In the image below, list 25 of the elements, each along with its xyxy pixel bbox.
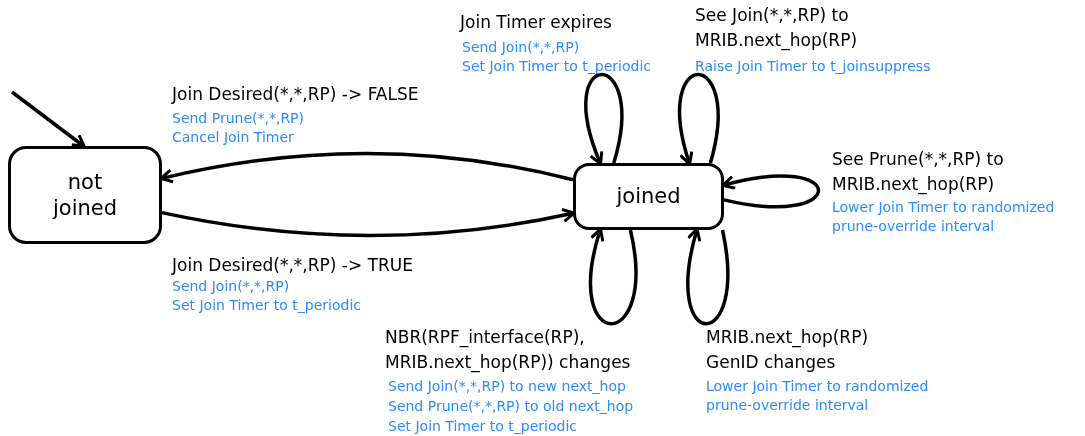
action-label: Send Join(*,*,RP) to new next_hop xyxy=(388,377,627,396)
action-label: Lower Join Timer to randomized prune-override interval xyxy=(706,377,930,415)
event-label: Join Timer expires xyxy=(460,11,613,34)
state-name: joined xyxy=(615,183,682,210)
event-label: NBR(RPF_interface(RP), MRIB.next_hop(RP)) changes xyxy=(385,326,632,375)
event-label: Join Desired(*,*,RP) -> FALSE xyxy=(172,83,420,106)
action-label: Cancel Join Timer xyxy=(172,128,295,147)
state-name: not joined xyxy=(51,168,119,222)
action-label: Set Join Timer to t_periodic xyxy=(462,57,652,76)
action-label: Lower Join Timer to randomized prune-override interval xyxy=(832,198,1056,236)
state-box xyxy=(8,146,162,244)
event-label: MRIB.next_hop(RP) GenID changes xyxy=(706,326,869,374)
action-label: Send Prune(*,*,RP) to old next_hop xyxy=(388,397,635,416)
action-label: Send Prune(*,*,RP) xyxy=(172,109,305,128)
event-label: Join Desired(*,*,RP) -> TRUE xyxy=(172,254,414,277)
action-label: Send Join(*,*,RP) xyxy=(462,38,581,57)
action-label: Raise Join Timer to t_joinsuppress xyxy=(695,57,932,76)
action-label: Send Join(*,*,RP) xyxy=(172,277,291,296)
action-label: Set Join Timer to t_periodic xyxy=(172,296,362,315)
action-label: Set Join Timer to t_periodic xyxy=(388,417,578,436)
transition-arrow xyxy=(677,72,720,166)
event-label: See Join(*,*,RP) to MRIB.next_hop(RP) xyxy=(695,4,858,53)
state-box xyxy=(573,163,724,230)
event-label: See Prune(*,*,RP) to MRIB.next_hop(RP) xyxy=(832,148,1005,197)
transition-arrow xyxy=(686,227,730,326)
